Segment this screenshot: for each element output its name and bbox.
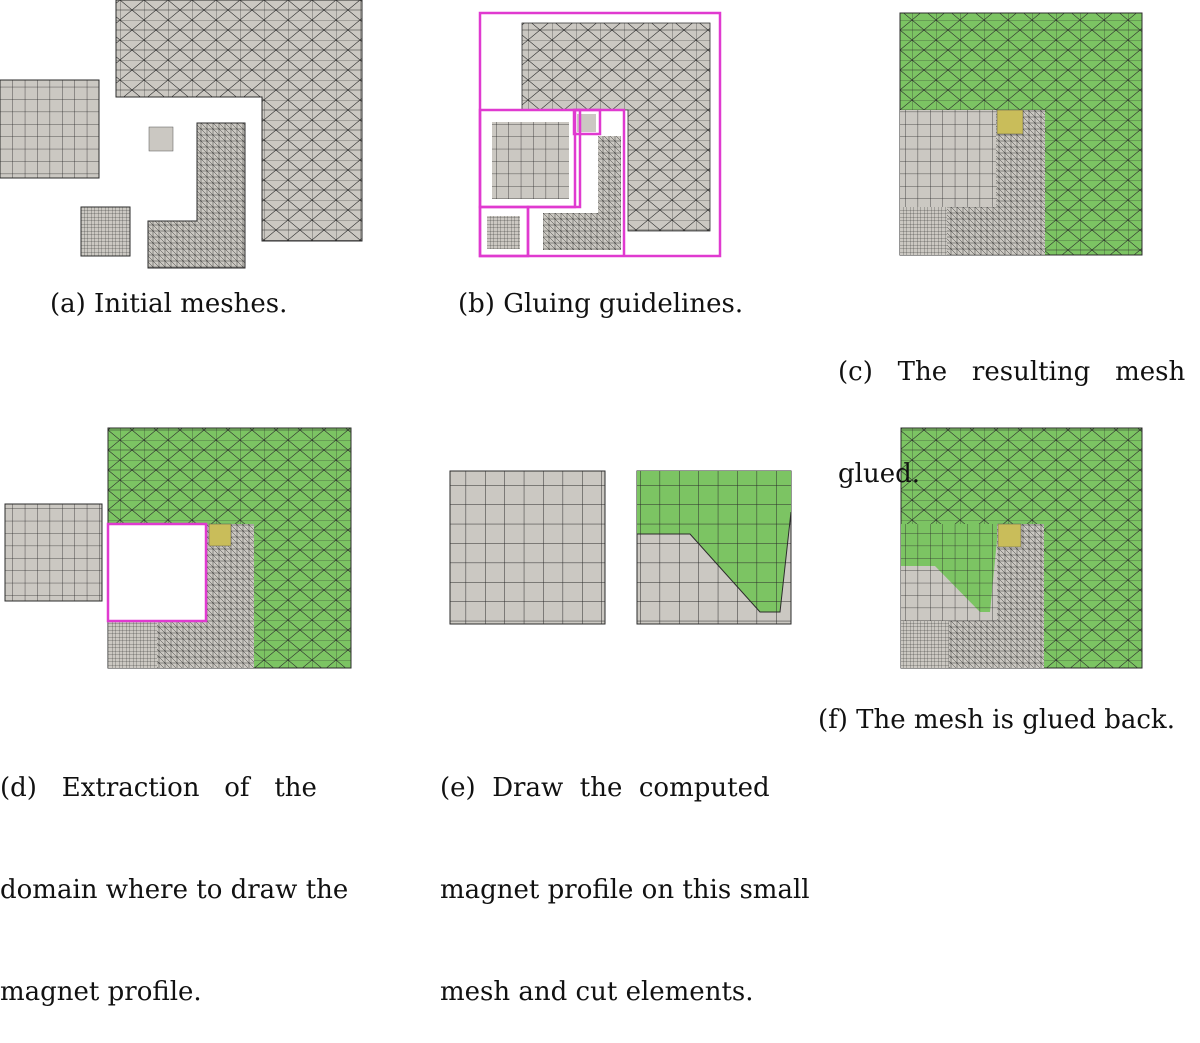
- panel-a-small-square: [148, 126, 174, 152]
- caption-e-line-1: (e) Draw the computed: [440, 773, 770, 803]
- caption-e-line-2: magnet profile on this small: [440, 875, 810, 905]
- panel-e-magnet-profile: [449, 470, 792, 625]
- caption-d-line-3: magnet profile.: [0, 977, 202, 1007]
- panel-f-glued-back: [900, 427, 1143, 669]
- caption-c-line-1: (c) The resulting mesh: [838, 357, 1186, 387]
- caption-d-line-2: domain where to draw the: [0, 875, 349, 905]
- caption-b: (b) Gluing guidelines.: [458, 287, 778, 321]
- caption-d: (d) Extraction of the domain where to dr…: [0, 703, 362, 1043]
- caption-d-line-1: (d) Extraction of the: [0, 773, 317, 803]
- panel-f-yellow-square: [997, 523, 1022, 548]
- panel-a-meshes: [0, 0, 363, 269]
- caption-a: (a) Initial meshes.: [50, 287, 370, 321]
- panel-c-glued-mesh: [899, 12, 1143, 256]
- caption-e: (e) Draw the computed magnet profile on …: [440, 703, 812, 1043]
- panel-b-guideline-boxes: [478, 11, 722, 258]
- caption-b-line-1: (b) Gluing guidelines.: [458, 289, 744, 319]
- caption-e-line-3: mesh and cut elements.: [440, 977, 754, 1007]
- panel-b-guidelines: [478, 11, 722, 258]
- figure: [0, 0, 1143, 669]
- caption-c-line-2: glued.: [838, 459, 920, 489]
- caption-c: (c) The resulting mesh glued.: [838, 287, 1200, 525]
- panel-c-yellow-square: [996, 109, 1024, 135]
- caption-a-line-1: (a) Initial meshes.: [50, 289, 288, 319]
- caption-f: (f) The mesh is glued back.: [818, 703, 1200, 737]
- panel-d-extraction-box: [106, 522, 208, 623]
- panel-d-yellow-square: [208, 523, 232, 547]
- panel-d-extraction: [4, 427, 352, 669]
- caption-f-line-1: (f) The mesh is glued back.: [818, 705, 1175, 735]
